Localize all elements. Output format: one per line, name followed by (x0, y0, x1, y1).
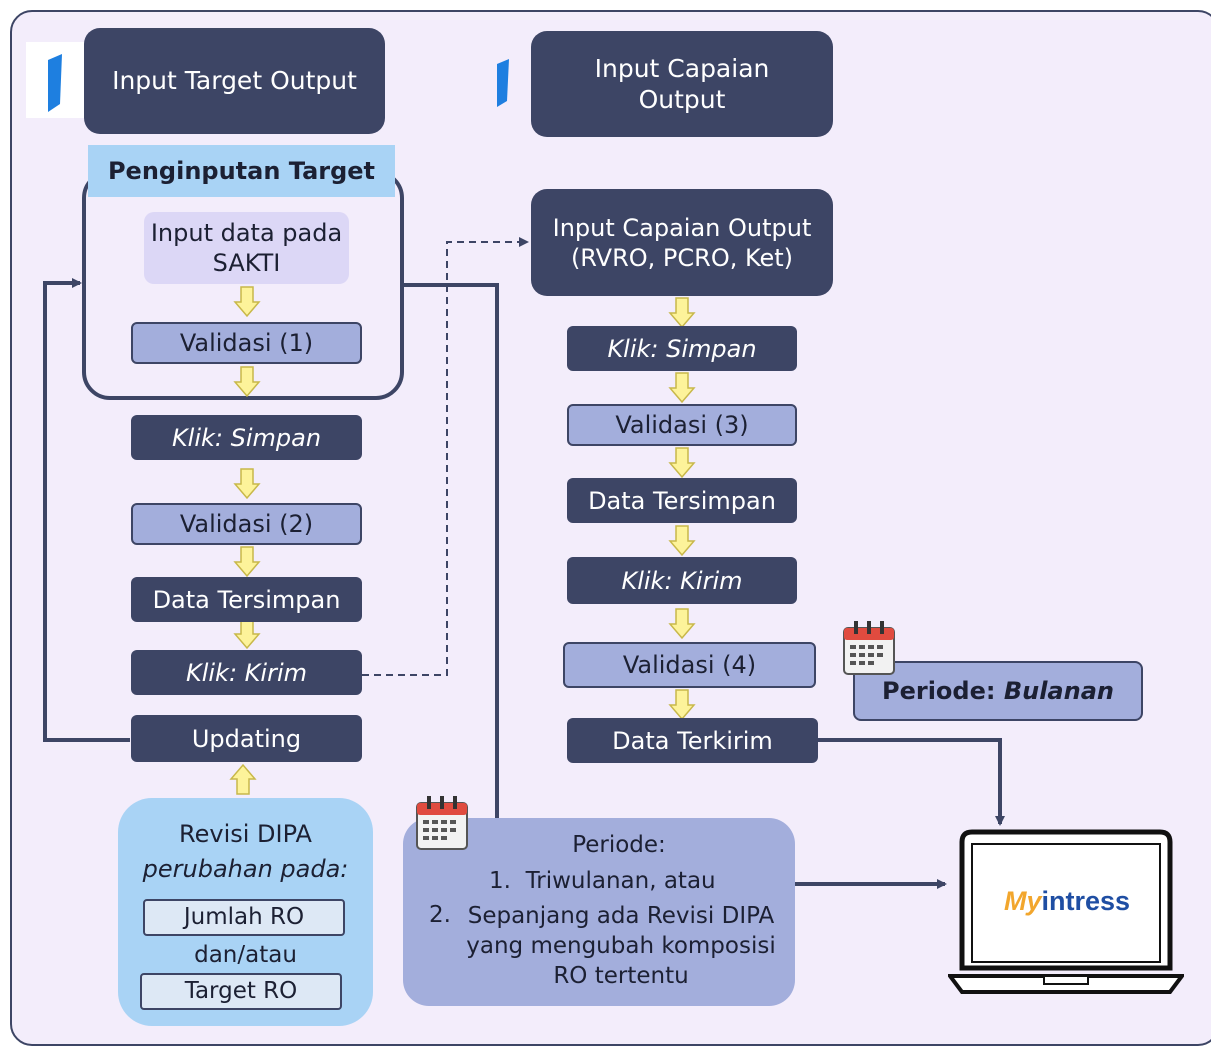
flow-arrow-down (669, 297, 695, 328)
periode-item-2-text: Sepanjang ada Revisi DIPA yang mengubah … (466, 903, 776, 989)
flow-arrow-down (669, 689, 695, 720)
klik-kirim-box-left: Klik: Kirim (131, 650, 362, 695)
flow-arrow-down (669, 608, 695, 639)
calendar-icon (413, 793, 471, 853)
revisi-dipa-subtitle: perubahan pada: (142, 855, 349, 883)
flow-arrow-down (669, 372, 695, 403)
flow-arrow-down (234, 546, 260, 577)
terkirim-to-laptop-line (818, 738, 1005, 826)
validasi-4-box: Validasi (4) (563, 642, 816, 688)
periode-connector-line (403, 283, 499, 820)
flow-arrow-down (669, 447, 695, 478)
flow-arrow-down (669, 525, 695, 556)
klik-kirim-box-right: Klik: Kirim (567, 557, 797, 604)
app-logo-icon (26, 42, 84, 118)
periode-bulanan-label: Periode: (881, 677, 996, 705)
flow-arrow-up (229, 763, 257, 795)
input-target-output-header: Input Target Output (84, 28, 385, 134)
flow-arrow-down (234, 618, 260, 649)
feedback-loop-line (43, 278, 130, 742)
klik-simpan-box-left: Klik: Simpan (131, 415, 362, 460)
periode-bulanan-box: Periode: Bulanan (853, 661, 1143, 721)
periode-item-1-text: Triwulanan, atau (525, 868, 716, 894)
jumlah-ro-box: Jumlah RO (143, 899, 345, 936)
myintress-logo-suffix: intress (1041, 886, 1131, 916)
klik-simpan-box-right: Klik: Simpan (567, 326, 797, 371)
periode-title: Periode: (572, 832, 666, 858)
input-data-sakti-box: Input data pada SAKTI (144, 212, 349, 284)
data-terkirim-box: Data Terkirim (567, 718, 818, 763)
calendar-icon (840, 618, 898, 678)
data-tersimpan-box-right: Data Tersimpan (567, 478, 797, 523)
target-ro-box: Target RO (140, 973, 342, 1010)
revisi-dipa-title: Revisi DIPA (179, 820, 312, 848)
input-capaian-output-header: Input Capaian Output (531, 31, 833, 137)
periode-bulanan-value: Bulanan (1003, 677, 1114, 705)
updating-box: Updating (131, 715, 362, 762)
dashed-flow-line (362, 237, 529, 676)
penginputan-target-title: Penginputan Target (88, 145, 395, 197)
myintress-logo-prefix: My (1003, 886, 1042, 916)
validasi-3-box: Validasi (3) (567, 404, 797, 446)
input-capaian-detail-box: Input Capaian Output (RVRO, PCRO, Ket) (531, 189, 833, 296)
periode-box: Periode: 1. Triwulanan, atau 2. Sepanjan… (403, 818, 795, 1006)
penginputan-target-group (82, 170, 404, 400)
laptop-icon: Myintress (946, 828, 1186, 998)
periode-item-1: 1. Triwulanan, atau (489, 868, 716, 894)
validasi-2-box: Validasi (2) (131, 503, 362, 545)
validasi-1-box: Validasi (1) (131, 322, 362, 364)
app-logo-icon (488, 52, 514, 112)
data-tersimpan-box-left: Data Tersimpan (131, 577, 362, 622)
myintress-logo: Myintress (982, 886, 1152, 917)
flow-arrow-down (234, 468, 260, 499)
dan-atau-text: dan/atau (194, 941, 297, 968)
